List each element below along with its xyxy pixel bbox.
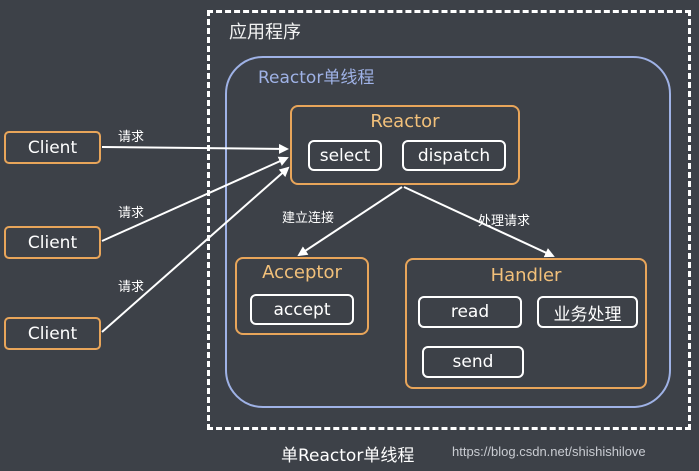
acceptor-box [235,257,369,335]
reactor-box [290,105,520,185]
connect-label: 建立连接 [282,211,335,226]
client-box-1: Client [4,131,101,164]
reactor-title: Reactor [370,111,440,132]
handler-box [405,258,647,389]
client-box-3: Client [4,317,101,350]
application-frame [207,10,691,430]
reactor-thread-label: Reactor单线程 [258,68,375,88]
read-box: read [418,296,522,328]
arrow-reactor-acceptor [297,186,403,257]
reactor-thread-frame [225,56,671,408]
request-label-2: 请求 [118,206,145,221]
process-request-label: 处理请求 [478,214,531,229]
request-label-1: 请求 [118,130,145,145]
handler-title: Handler [490,265,562,286]
watermark-url: https://blog.csdn.net/shishishilove [452,444,646,459]
accept-box: accept [250,294,354,325]
client-box-2: Client [4,226,101,259]
request-label-3: 请求 [118,280,145,295]
arrow-reactor-handler [403,186,555,258]
dispatch-box: dispatch [402,140,506,171]
application-label: 应用程序 [229,22,301,43]
business-logic-box: 业务处理 [537,296,638,328]
send-box: send [422,346,524,378]
select-box: select [308,140,382,171]
diagram-caption: 单Reactor单线程 [281,446,415,466]
arrow-client3-reactor [101,166,290,333]
arrow-client2-reactor [101,156,289,242]
arrow-client1-reactor [101,143,289,154]
acceptor-title: Acceptor [262,262,342,283]
